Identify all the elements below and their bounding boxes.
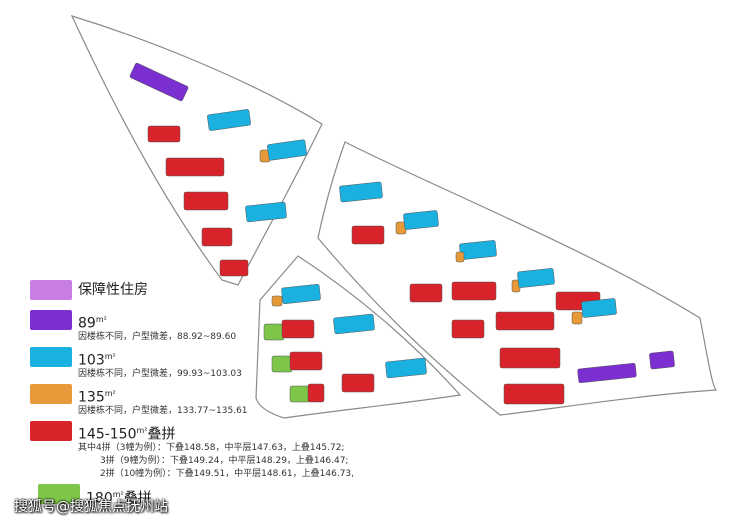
building-103 [459, 240, 497, 260]
building-145 [289, 351, 323, 371]
building-145 [307, 383, 325, 403]
building-103 [281, 284, 321, 304]
building-145 [499, 347, 561, 369]
building-103 [517, 268, 555, 288]
building-103 [207, 109, 251, 131]
building-103 [581, 298, 617, 318]
building-145 [147, 125, 181, 143]
building-135 [271, 295, 283, 307]
building-145 [165, 157, 225, 177]
building-103 [267, 139, 307, 161]
building-145 [183, 191, 229, 211]
building-135 [571, 311, 583, 325]
building-103 [403, 210, 439, 230]
watermark: 搜狐号@搜狐焦点抚州站 [14, 499, 168, 515]
building-180 [289, 385, 311, 403]
building-145 [409, 283, 443, 303]
building-89 [129, 62, 189, 102]
building-180 [271, 355, 293, 373]
building-89 [649, 350, 675, 370]
building-180 [263, 323, 285, 341]
building-103 [385, 357, 427, 379]
parcel-east [317, 141, 718, 416]
building-145 [219, 259, 249, 277]
building-145 [341, 373, 375, 393]
building-89 [577, 362, 637, 384]
building-145 [201, 227, 233, 247]
building-103 [339, 181, 383, 203]
building-145 [451, 281, 497, 301]
building-145 [451, 319, 485, 339]
building-103 [333, 313, 375, 335]
building-145 [495, 311, 555, 331]
building-145 [503, 383, 565, 405]
building-135 [455, 251, 465, 263]
building-103 [245, 201, 287, 223]
building-145 [351, 225, 385, 245]
building-145 [281, 319, 315, 339]
